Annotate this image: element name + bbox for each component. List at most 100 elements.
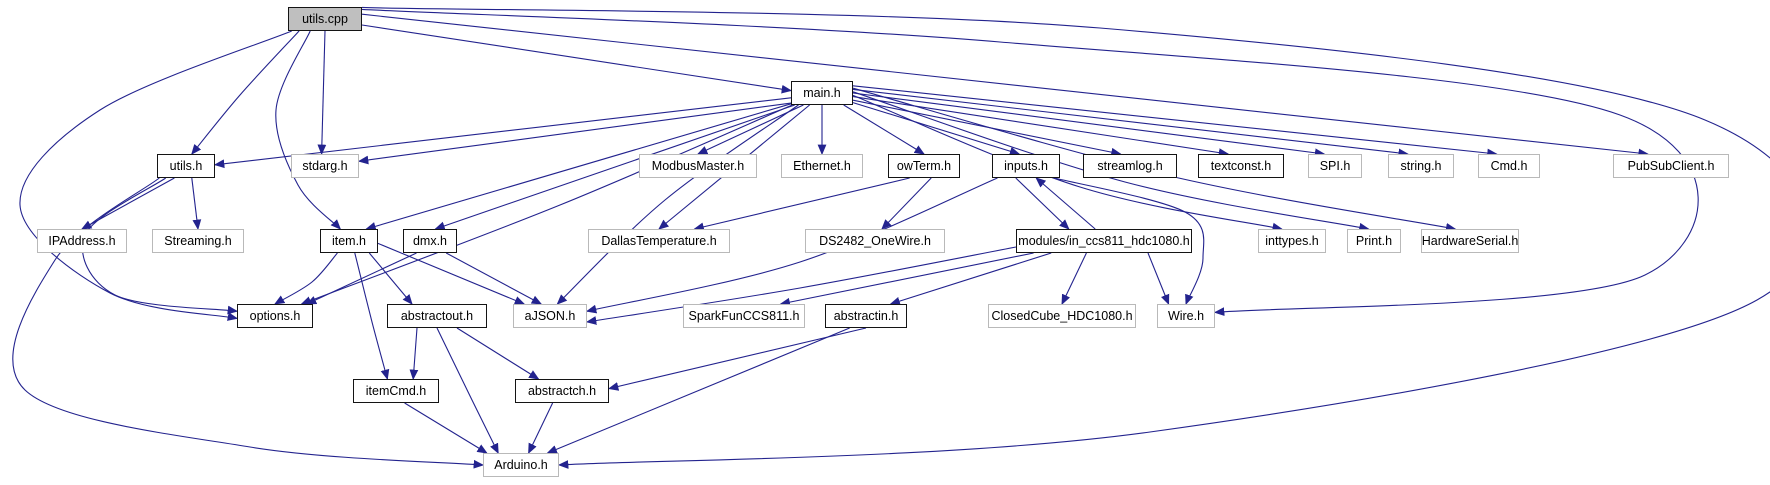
graph-node-itemcmd-h[interactable]: itemCmd.h [353,379,439,403]
include-edge-itemcmd-to-arduino [404,402,488,454]
graph-node-cmd-h: Cmd.h [1478,154,1540,178]
include-edge-main_h-to-owterm [843,104,925,155]
graph-node-label: SPI.h [1319,159,1351,173]
graph-node-string-h: string.h [1388,154,1454,178]
include-edge-abstractout-to-arduino [436,327,499,454]
include-edge-main_h-to-options [300,104,793,305]
include-edge-abstractout-to-abstractch [456,327,540,380]
include-edge-inputs-to-modules [1015,177,1070,230]
graph-node-ethernet-h: Ethernet.h [781,154,863,178]
include-edge-utils_cpp-to-stdarg [317,30,327,156]
graph-node-wire-h: Wire.h [1157,304,1215,328]
graph-node-utils-cpp: utils.cpp [288,7,362,31]
graph-node-label: DallasTemperature.h [601,234,717,248]
graph-node-label: Ethernet.h [793,159,851,173]
include-edge-modules-to-sparkfun [779,252,1034,307]
include-edge-main_h-to-print_h [852,91,1370,232]
graph-node-label: Print.h [1355,234,1393,248]
graph-node-label: SparkFunCCS811.h [688,309,800,323]
graph-node-label: options.h [249,309,301,323]
graph-node-label: utils.cpp [302,12,348,26]
graph-node-abstractch-h[interactable]: abstractch.h [515,379,609,403]
include-edge-abstractin-to-arduino [546,327,850,454]
graph-node-closedcube-hdc1080-h: ClosedCube_HDC1080.h [988,304,1136,328]
graph-node-label: inttypes.h [1265,234,1319,248]
graph-node-item-h[interactable]: item.h [320,229,378,253]
graph-node-textconst-h[interactable]: textconst.h [1198,154,1284,178]
graph-node-label: item.h [331,234,367,248]
graph-node-label: abstractout.h [400,309,474,323]
include-edge-main_h-to-inttypes [852,94,1283,232]
include-edge-main_h-to-item [365,103,792,231]
graph-node-label: dmx.h [412,234,448,248]
graph-node-label: stdarg.h [302,159,348,173]
graph-node-label: ClosedCube_HDC1080.h [991,309,1133,323]
include-edge-utils_h-to-streaming [191,177,202,231]
graph-node-modules-in-ccs811-hdc1080-h[interactable]: modules/in_ccs811_hdc1080.h [1016,229,1192,253]
include-edge-utils_h-to-options [81,177,239,315]
graph-node-main-h[interactable]: main.h [791,81,853,105]
graph-node-sparkfunccs811-h: SparkFunCCS811.h [683,304,805,328]
include-edge-inputs-to-wire [1054,177,1205,306]
graph-node-pubsubclient-h: PubSubClient.h [1613,154,1729,178]
graph-node-label: abstractch.h [527,384,597,398]
graph-node-ajson-h: aJSON.h [513,304,587,328]
include-edge-modules-to-abstractin [889,252,1052,306]
include-edge-item-to-ajson [377,242,526,305]
include-edge-item-to-itemcmd [354,252,390,381]
graph-node-options-h[interactable]: options.h [237,304,313,328]
graph-node-streamlog-h[interactable]: streamlog.h [1083,154,1177,178]
include-edge-modules-to-inputs [1035,177,1096,230]
graph-node-ipaddress-h: IPAddress.h [37,229,127,253]
graph-node-label: itemCmd.h [365,384,427,398]
graph-node-streaming-h: Streaming.h [152,229,244,253]
graph-node-inputs-h[interactable]: inputs.h [992,154,1060,178]
graph-node-label: PubSubClient.h [1627,159,1715,173]
graph-node-print-h: Print.h [1347,229,1401,253]
include-edge-abstractout-to-itemcmd [409,327,419,381]
graph-node-label: HardwareSerial.h [1421,234,1519,248]
include-edge-dmx-to-ajson [445,252,543,305]
include-edge-inputs-to-ajson [585,177,998,314]
graph-node-arduino-h: Arduino.h [483,453,559,477]
graph-node-label: utils.h [169,159,203,173]
graph-node-label: owTerm.h [896,159,952,173]
graph-node-abstractout-h[interactable]: abstractout.h [387,304,487,328]
graph-node-inttypes-h: inttypes.h [1258,229,1326,253]
graph-node-owterm-h[interactable]: owTerm.h [888,154,960,178]
include-edge-modules-to-ajson [585,246,1017,325]
include-edge-item-to-options [274,252,338,305]
include-edge-main_h-to-cmd [852,85,1498,158]
graph-node-label: Arduino.h [494,458,548,472]
include-edge-utils_cpp-to-item [275,30,342,230]
include-edge-utils_cpp-to-pubsub [361,13,1649,158]
include-edge-main_h-to-stdarg [357,102,792,165]
include-edge-item-to-abstractout [368,252,413,305]
graph-node-dmx-h[interactable]: dmx.h [403,229,457,253]
include-edge-utils_cpp-to-wire [361,8,1699,316]
graph-node-abstractin-h[interactable]: abstractin.h [825,304,907,328]
include-edge-utils_cpp-to-arduino [361,6,1770,469]
graph-node-ds2482-onewire-h: DS2482_OneWire.h [805,229,945,253]
include-edge-modules-to-closedcube [1061,252,1087,305]
include-edge-utils_cpp-to-utils_h [191,30,300,155]
include-edge-owterm-to-dallas [693,177,910,232]
graph-node-label: main.h [803,86,841,100]
graph-node-hardwareserial-h: HardwareSerial.h [1421,229,1519,253]
include-edge-main_h-to-dmx [434,104,795,231]
include-edge-main_h-to-spi [852,92,1326,158]
graph-node-label: textconst.h [1210,159,1272,173]
graph-node-label: aJSON.h [524,309,576,323]
graph-node-modbusmaster-h: ModbusMaster.h [639,154,757,178]
graph-node-label: Wire.h [1167,309,1205,323]
graph-node-label: DS2482_OneWire.h [819,234,931,248]
include-edge-modules-to-wire [1147,252,1170,306]
graph-node-label: Cmd.h [1490,159,1528,173]
graph-node-label: Streaming.h [164,234,232,248]
include-edge-utils_cpp-to-options [19,30,292,321]
graph-node-utils-h[interactable]: utils.h [157,154,215,178]
graph-node-label: modules/in_ccs811_hdc1080.h [1018,234,1190,248]
graph-node-dallastemperature-h: DallasTemperature.h [588,229,730,253]
